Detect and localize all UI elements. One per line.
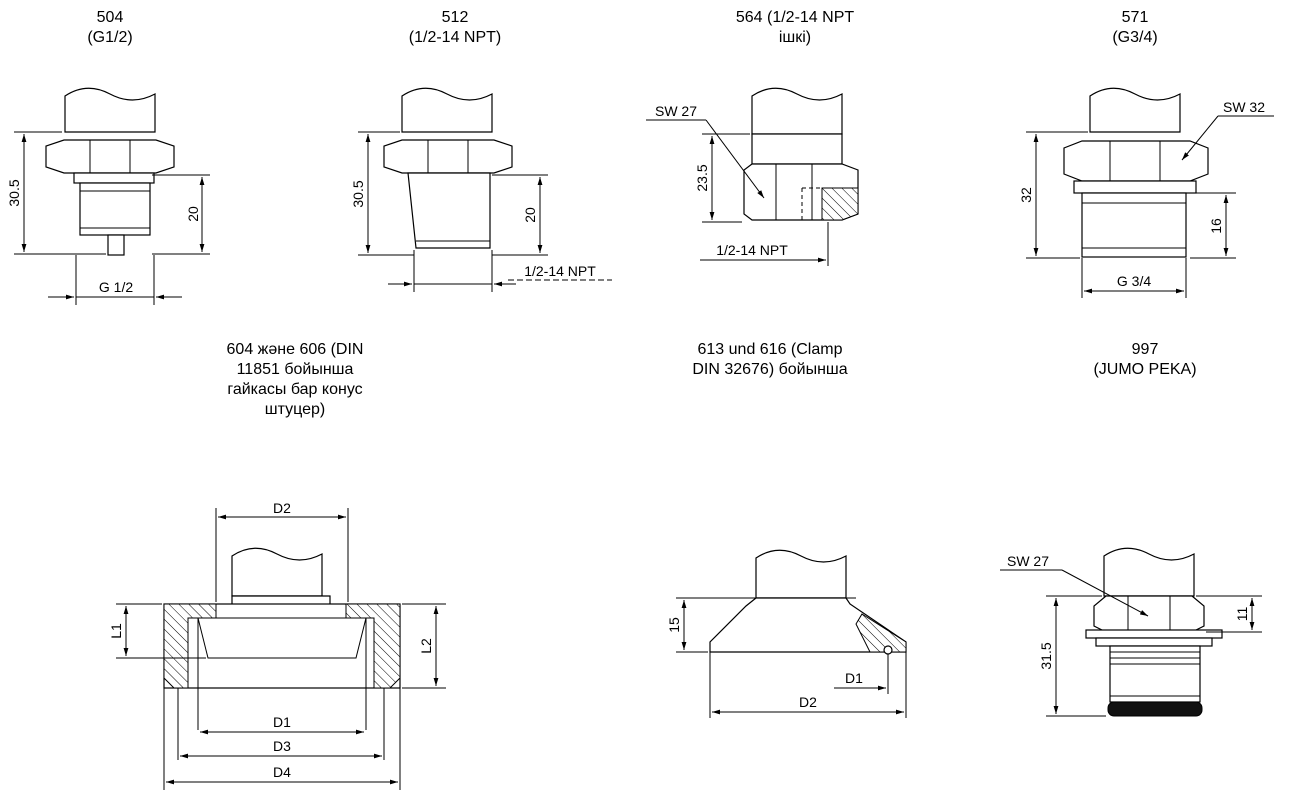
dim-label-571-32: 32 — [1018, 187, 1034, 203]
title-613: 613 und 616 (Clamp DIN 32676) бойынша — [692, 341, 848, 378]
drawing-604: D2 L1 L2 D1 D3 D4 — [108, 500, 446, 790]
dim-label-613-d1: D1 — [845, 670, 863, 686]
thread-504 — [79, 182, 151, 236]
dim-label-564-sw27: SW 27 — [655, 103, 697, 119]
dim-label-604-d2: D2 — [273, 500, 291, 516]
taper-thread-512 — [407, 172, 491, 249]
dim-label-504-20: 20 — [185, 206, 201, 222]
o-ring-997 — [1107, 701, 1203, 717]
shaft-564 — [751, 87, 843, 135]
dim-label-571-16: 16 — [1208, 218, 1224, 234]
title-997: 997 (JUMO PEKA) — [1093, 341, 1197, 378]
dim-label-564-npt: 1/2-14 NPT — [716, 242, 788, 258]
hex-nut-571 — [1063, 140, 1209, 182]
shaft-571 — [1089, 87, 1181, 133]
drawing-997: SW 27 11 31.5 — [1000, 547, 1262, 717]
tip-504 — [107, 234, 125, 256]
shaft-604 — [231, 547, 323, 597]
dim-label-613-15: 15 — [666, 617, 682, 633]
drawing-504: 30.5 20 G 1/2 — [6, 87, 210, 305]
dim-label-504-30-5: 30.5 — [6, 179, 22, 206]
drawing-613: 15 D1 D2 — [666, 549, 907, 718]
seal-ring-613 — [883, 645, 893, 655]
title-571: 571 (G3/4) — [1112, 9, 1158, 46]
dim-label-571-g34: G 3/4 — [1117, 273, 1151, 289]
title-604: 604 және 606 (DIN 11851 бойынша гайкасы … — [226, 341, 364, 418]
dim-label-512-20: 20 — [522, 207, 538, 223]
cone-604 — [197, 617, 367, 659]
dim-label-997-31-5: 31.5 — [1038, 642, 1054, 669]
hatch-section-564 — [821, 187, 859, 221]
title-564: 564 (1/2-14 NPT ішкі) — [735, 9, 855, 46]
body-564 — [751, 133, 843, 165]
dim-label-604-d3: D3 — [273, 738, 291, 754]
hex-nut-504 — [45, 139, 175, 174]
dim-label-604-l2: L2 — [418, 638, 434, 654]
hex-nut-512 — [383, 139, 513, 174]
drawing-564: SW 27 23.5 1/2-14 NPT — [646, 87, 859, 266]
collar-571 — [1073, 180, 1197, 194]
hidden-thread-564 — [801, 187, 823, 220]
leader-997-sw — [1061, 569, 1149, 617]
hex-997 — [1093, 595, 1205, 633]
dim-label-564-23-5: 23.5 — [694, 164, 710, 191]
drawing-512: 30.5 20 1/2-14 NPT — [350, 87, 612, 292]
dim-label-604-d4: D4 — [273, 764, 291, 780]
leader-571-sw — [1181, 115, 1219, 161]
body-997 — [1109, 645, 1201, 703]
dim-label-571-sw32: SW 32 — [1223, 99, 1265, 115]
neck-504 — [73, 172, 155, 184]
thread-571 — [1081, 192, 1187, 258]
shaft-997 — [1103, 547, 1195, 597]
dim-label-604-d1: D1 — [273, 714, 291, 730]
shaft-504 — [64, 87, 156, 133]
dim-label-604-l1: L1 — [108, 623, 124, 639]
dim-label-997-11: 11 — [1234, 607, 1250, 622]
dim-label-512-npt: 1/2-14 NPT — [524, 263, 596, 279]
collar-997 — [1085, 629, 1223, 639]
dim-label-512-30-5: 30.5 — [350, 180, 366, 207]
drawing-571: SW 32 32 16 G 3/4 — [1018, 87, 1274, 298]
leader-564-sw — [705, 119, 765, 199]
title-512: 512 (1/2-14 NPT) — [408, 9, 502, 46]
hatch-left-604 — [163, 603, 217, 689]
dim-label-613-d2: D2 — [799, 694, 817, 710]
shaft-613 — [755, 549, 847, 599]
title-504: 504 (G1/2) — [87, 9, 133, 46]
dim-label-997-sw27: SW 27 — [1007, 553, 1049, 569]
shaft-512 — [401, 87, 493, 133]
collar2-997 — [1095, 637, 1213, 647]
dim-label-504-g12: G 1/2 — [99, 279, 133, 295]
